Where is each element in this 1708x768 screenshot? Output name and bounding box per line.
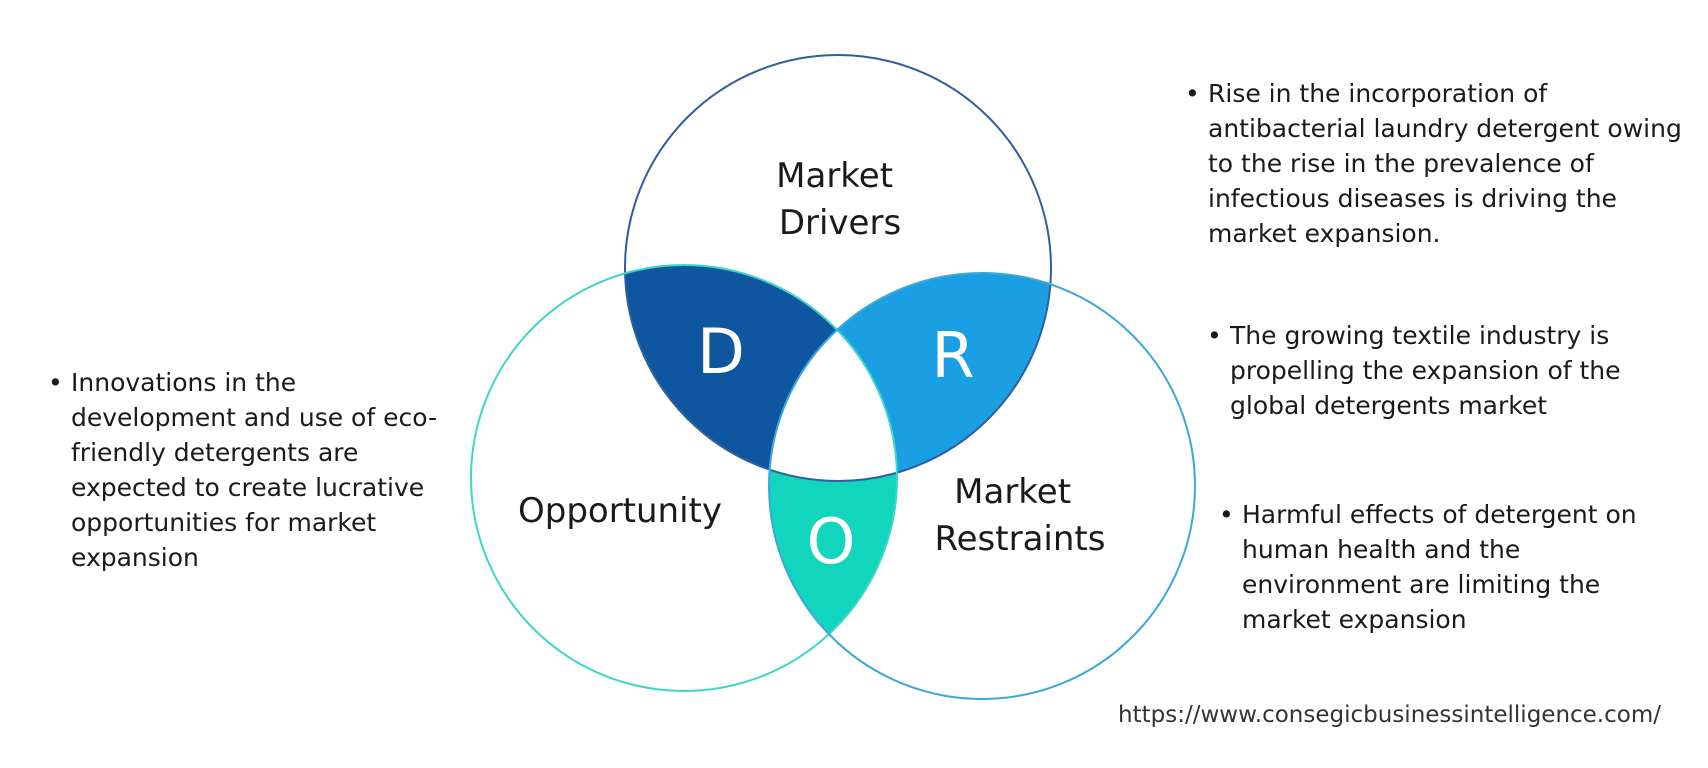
opportunity-bullet: • Innovations in the development and use… <box>48 365 456 575</box>
opportunity-bullet-text: Innovations in the development and use o… <box>71 368 437 572</box>
market-restraints-label: Market Restraints <box>935 472 1106 559</box>
source-url[interactable]: https://www.consegicbusinessintelligence… <box>1118 702 1661 728</box>
overlap-r-region <box>769 273 1051 481</box>
overlap-o-letter: O <box>807 505 856 578</box>
market-drivers-label-line-2: Drivers <box>779 203 901 243</box>
overlap-r-fill <box>769 273 1051 481</box>
market-drivers-circle <box>624 54 1052 482</box>
market-restraints-label-line-2: Restraints <box>935 519 1106 559</box>
bullet-dot: • <box>1207 321 1222 350</box>
market-restraints-label-line-1: Market <box>954 472 1071 512</box>
bullet-dot: • <box>1219 500 1234 529</box>
overlap-r-letter: R <box>931 319 974 392</box>
restraints-bullet-1: • The growing textile industry is propel… <box>1207 318 1675 423</box>
market-restraints-circle <box>768 272 1196 700</box>
market-drivers-label-line-1: Market <box>776 156 893 196</box>
opportunity-label: Opportunity <box>518 491 722 531</box>
market-drivers-label: Market Drivers <box>776 156 904 243</box>
drivers-bullet: • Rise in the incorporation of antibacte… <box>1185 76 1703 251</box>
restraints-bullet-1-text: The growing textile industry is propelli… <box>1230 321 1621 420</box>
restraints-bullet-2: • Harmful effects of detergent on human … <box>1219 497 1672 637</box>
restraints-bullet-2-text: Harmful effects of detergent on human he… <box>1242 500 1637 634</box>
overlap-d-letter: D <box>697 315 745 388</box>
bullet-dot: • <box>48 368 63 397</box>
opportunity-circle <box>470 264 898 692</box>
opportunity-label-line-1: Opportunity <box>518 491 722 531</box>
drivers-bullet-text: Rise in the incorporation of antibacteri… <box>1208 79 1682 248</box>
bullet-dot: • <box>1185 79 1200 108</box>
